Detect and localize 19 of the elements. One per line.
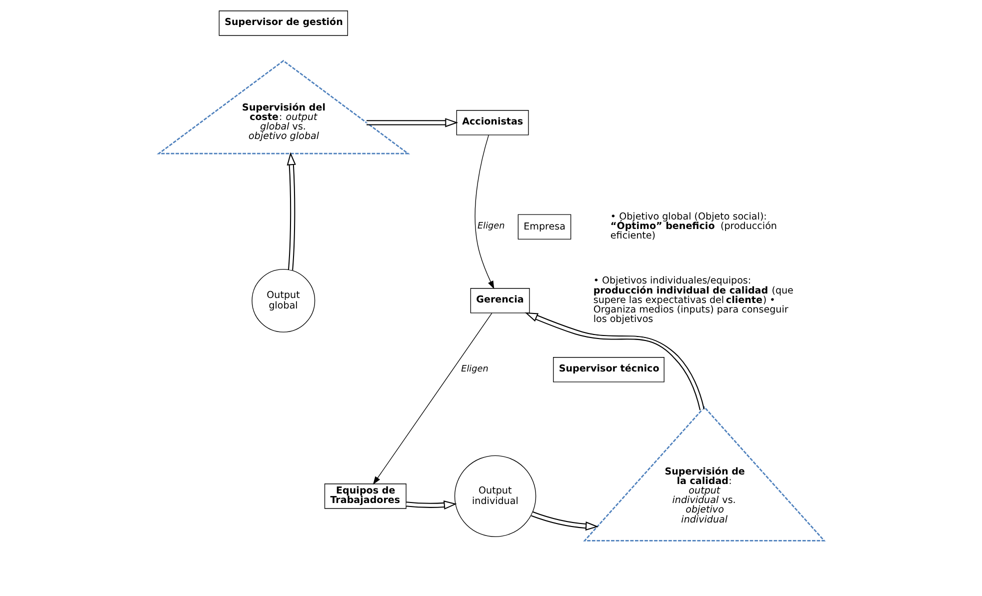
label: • Objetivos individuales/equipos: producción individual de calidad (que supere las expectativas del cliente) • Organiza medios (inputs) para conseguir los objetivos [592,276,793,325]
label: • Objetivo global (Objeto social): “Óptimo” beneficio (producción eficiente) [610,212,776,242]
node-box: Gerencia [470,288,530,314]
arrow [366,118,458,128]
edge-label: Eligen [460,364,488,374]
arrow [530,511,598,531]
node-circle: Output individual [454,455,536,538]
node-box: Equipos de Trabajadores [324,484,406,509]
arrow [474,134,494,290]
node-box: Supervisor técnico [552,357,664,382]
node-circle: Output global [251,268,315,332]
arrow [286,152,296,270]
node-box: Supervisor de gestión [218,10,348,36]
node-box: Accionistas [456,110,528,136]
arrow [406,500,456,510]
arrow [524,312,704,410]
arrow [372,312,492,485]
edge-label: Eligen [477,222,504,232]
node-box: Empresa [517,214,571,240]
